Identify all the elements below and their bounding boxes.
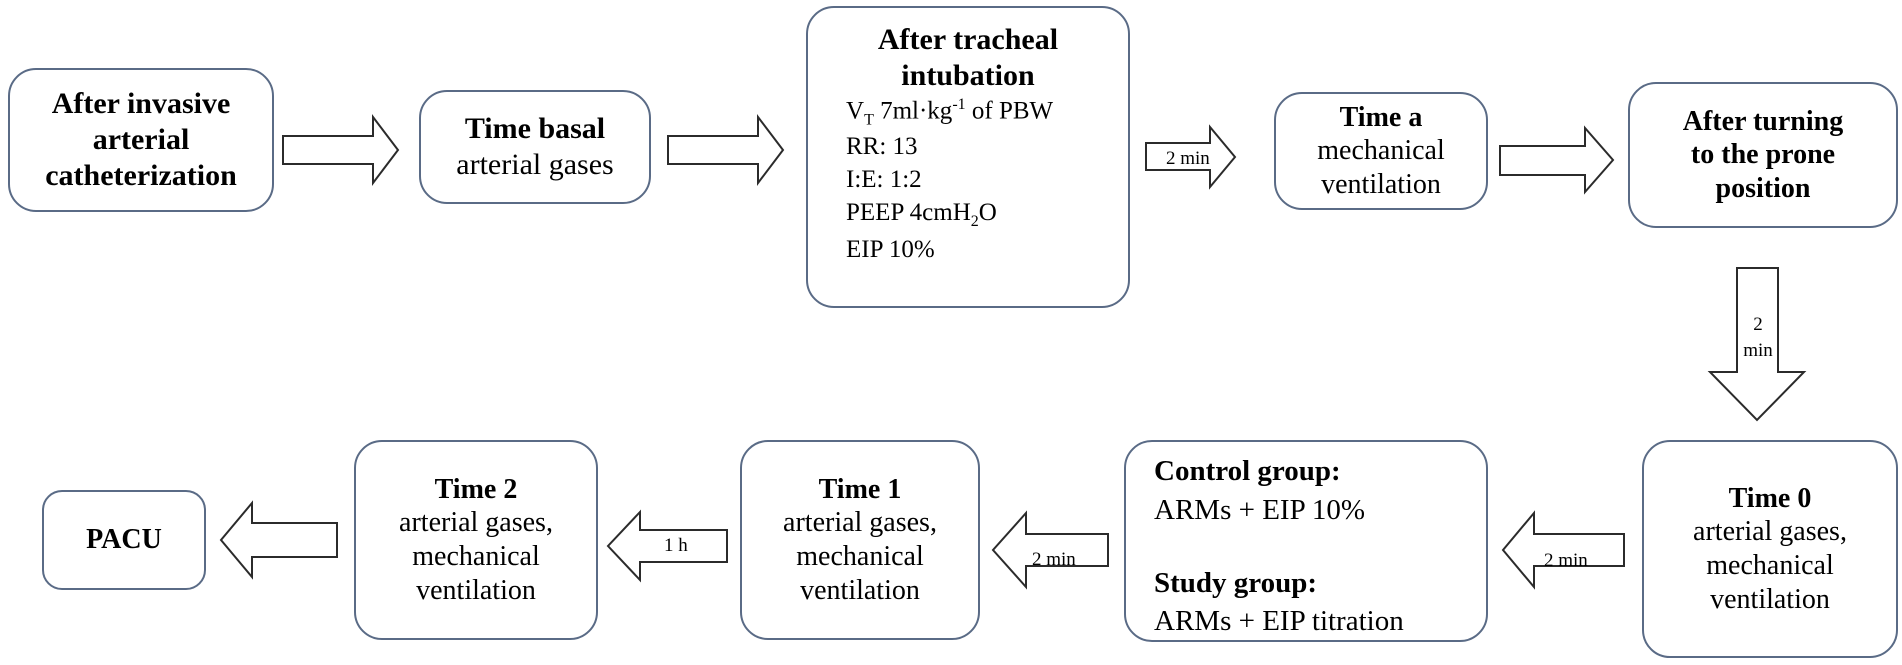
- intubation-title-line-2: intubation: [901, 59, 1035, 92]
- arrow-basal-to-intubation: [667, 114, 785, 186]
- study-group-title: Study group:: [1154, 566, 1318, 599]
- time-2-title: Time 2: [434, 473, 518, 505]
- box-time-a: Time a mechanical ventilation: [1274, 92, 1488, 210]
- box-tracheal-intubation: After tracheal intubation VT 7ml·kg-1 of…: [806, 6, 1130, 308]
- time-basal-title: Time basal: [464, 112, 606, 145]
- time-1-line-3: ventilation: [800, 574, 920, 606]
- box-groups: Control group: ARMs + EIP 10% Study grou…: [1124, 440, 1488, 642]
- arrow-label-down-unit: min: [1743, 339, 1773, 361]
- time-a-line-1: mechanical: [1317, 135, 1445, 167]
- study-group-text: ARMs + EIP titration: [1154, 605, 1404, 638]
- pacu-title: PACU: [86, 524, 162, 556]
- param-respiratory-rate: RR: 13: [846, 133, 918, 161]
- time-a-line-2: ventilation: [1321, 168, 1441, 200]
- prone-line-3: position: [1715, 172, 1811, 204]
- param-tidal-volume: VT 7ml·kg-1 of PBW: [846, 96, 1054, 129]
- box-time-1: Time 1 arterial gases, mechanical ventil…: [740, 440, 980, 640]
- time-0-title: Time 0: [1728, 482, 1812, 514]
- catheterization-line-2: arterial: [92, 123, 190, 156]
- arrow-time-0-to-groups: [1501, 510, 1625, 590]
- arrow-time-1-to-time-2: [606, 509, 728, 583]
- param-peep: PEEP 4cmH2O: [846, 199, 997, 231]
- param-ie-ratio: I:E: 1:2: [846, 166, 922, 194]
- param-eip: EIP 10%: [846, 235, 935, 263]
- catheterization-line-3: catheterization: [45, 159, 237, 192]
- time-1-title: Time 1: [818, 473, 902, 505]
- time-0-line-1: arterial gases,: [1693, 516, 1847, 548]
- arrow-label-2min-time0: 2 min: [1544, 550, 1588, 571]
- box-pacu: PACU: [42, 490, 206, 590]
- arrow-intubation-to-time-a: [1145, 124, 1237, 190]
- arrow-prone-to-time-0: [1707, 267, 1807, 422]
- box-prone-position: After turning to the prone position: [1628, 82, 1898, 228]
- arrow-groups-to-time-1: [991, 510, 1109, 590]
- prone-line-2: to the prone: [1690, 139, 1836, 171]
- arrow-label-2min-a: 2 min: [1166, 148, 1210, 169]
- catheterization-line-1: After invasive: [51, 87, 231, 120]
- time-2-line-1: arterial gases,: [399, 507, 553, 539]
- arrow-time-2-to-pacu: [219, 500, 338, 580]
- control-group-text: ARMs + EIP 10%: [1154, 493, 1366, 526]
- arrow-label-2min-groups: 2 min: [1032, 549, 1076, 570]
- time-1-line-2: mechanical: [796, 541, 924, 572]
- time-2-line-2: mechanical: [412, 541, 540, 572]
- box-time-0: Time 0 arterial gases, mechanical ventil…: [1642, 440, 1898, 658]
- arrow-time-a-to-prone: [1499, 125, 1615, 195]
- box-time-2: Time 2 arterial gases, mechanical ventil…: [354, 440, 598, 640]
- prone-line-1: After turning: [1682, 105, 1844, 137]
- time-0-line-2: mechanical: [1706, 550, 1834, 581]
- control-group-title: Control group:: [1154, 455, 1341, 487]
- arrow-catheterization-to-basal: [282, 114, 400, 186]
- time-0-line-3: ventilation: [1710, 583, 1830, 615]
- ventilation-parameters: VT 7ml·kg-1 of PBW RR: 13 I:E: 1:2 PEEP …: [808, 94, 1128, 266]
- time-a-title: Time a: [1339, 101, 1423, 133]
- time-2-line-3: ventilation: [416, 574, 536, 606]
- arrow-label-down-number: 2: [1753, 314, 1763, 335]
- time-1-line-1: arterial gases,: [783, 507, 937, 539]
- time-basal-line-1: arterial gases: [456, 148, 614, 181]
- box-catheterization: After invasive arterial catheterization: [8, 68, 274, 212]
- box-time-basal: Time basal arterial gases: [419, 90, 651, 204]
- intubation-title-line-1: After tracheal: [877, 23, 1059, 56]
- arrow-label-1h: 1 h: [664, 535, 688, 556]
- arrow-label-2min-down: 2 min: [1742, 312, 1774, 363]
